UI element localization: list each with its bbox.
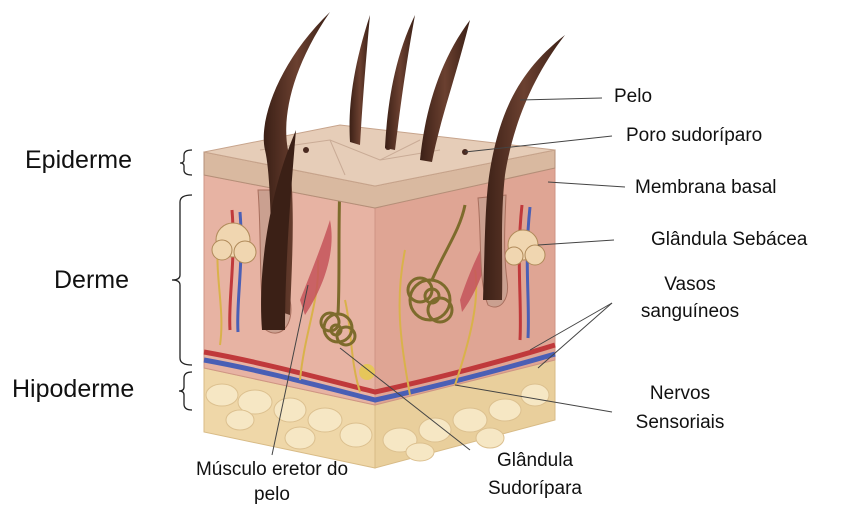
label-nervos-line1: Nervos [650,383,710,405]
label-membrana-basal: Membrana basal [635,177,777,199]
epiderme-brace [180,150,192,175]
label-derme: Derme [54,266,129,295]
label-glandula-sebacea: Glândula Sebácea [651,229,807,251]
label-vasos-line1: Vasos [664,274,715,296]
label-vasos-line2: sanguíneos [641,301,739,323]
leader-membrana [548,182,625,187]
label-hipoderme: Hipoderme [12,375,134,404]
label-pelo: Pelo [614,86,652,108]
leader-pelo [520,98,602,100]
label-poro-sudoriparo: Poro sudoríparo [626,125,762,147]
label-musculo-line1: Músculo eretor do [196,459,348,481]
label-epiderme: Epiderme [25,146,132,175]
label-nervos-line2: Sensoriais [636,412,725,434]
derme-brace [172,195,192,365]
label-sudoripara-line2: Sudorípara [488,478,582,500]
label-musculo-line2: pelo [254,484,290,506]
label-sudoripara-line1: Glândula [497,450,573,472]
layer-braces [172,150,192,410]
hipoderme-brace [179,372,192,410]
